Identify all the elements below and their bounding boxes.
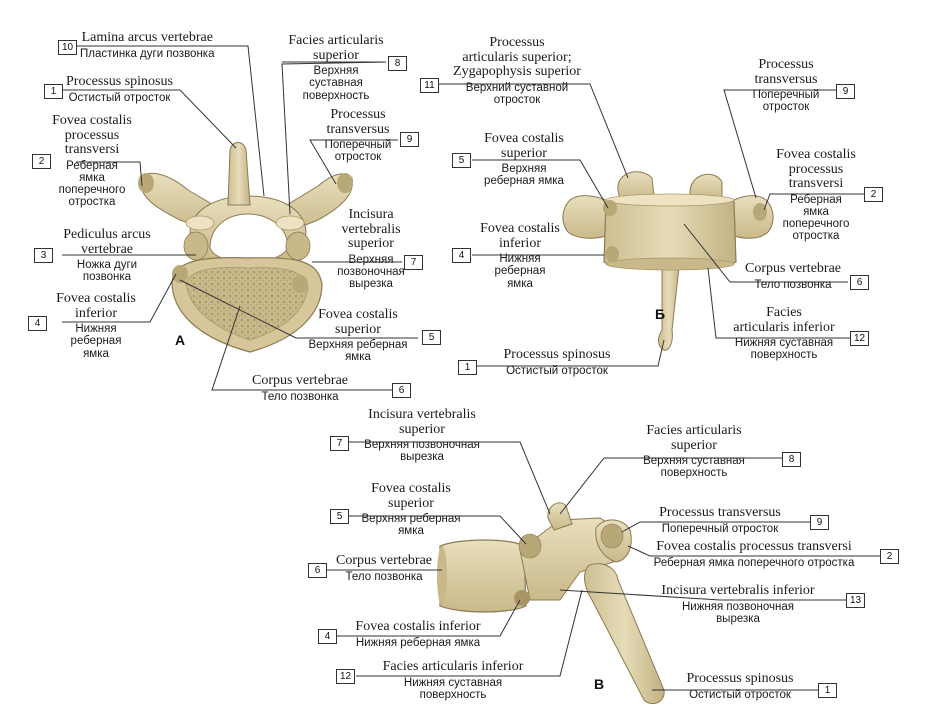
marker-6c: 6 <box>308 563 327 578</box>
label-facies-articularis-inferior-b: Facies articularis inferior Нижняя суста… <box>733 305 835 362</box>
marker-12c: 12 <box>336 669 355 684</box>
label-pediculus-arcus: Pediculus arcus vertebrae Ножка дуги поз… <box>63 227 151 284</box>
marker-6b: 6 <box>850 275 869 290</box>
label-facies-articularis-inferior-c: Facies articularis inferior Нижняя суста… <box>382 659 524 701</box>
label-incisura-vertebralis-superior-c: Incisura vertebralis superior Верхняя по… <box>364 407 480 464</box>
view-letter-c: В <box>594 676 605 692</box>
marker-8: 8 <box>388 56 407 71</box>
marker-1: 1 <box>44 84 63 99</box>
label-processus-transversus-b: Processus transversus Поперечный отросто… <box>752 57 820 114</box>
marker-9b: 9 <box>836 84 855 99</box>
label-processus-transversus: Processus transversus Поперечный отросто… <box>324 107 392 164</box>
label-facies-articularis-superior: Facies articularis superior Верхняя суст… <box>288 33 384 102</box>
leader-lines <box>62 45 880 691</box>
marker-5c: 5 <box>330 509 349 524</box>
marker-4c: 4 <box>318 629 337 644</box>
marker-1b: 1 <box>458 360 477 375</box>
marker-13c: 13 <box>846 593 865 608</box>
label-incisura-vertebralis-inferior-c: Incisura vertebralis inferior Нижняя поз… <box>661 583 815 625</box>
view-letter-b: Б <box>655 306 666 322</box>
marker-2c: 2 <box>880 549 899 564</box>
view-letter-a: А <box>175 332 186 348</box>
marker-2: 2 <box>32 154 51 169</box>
label-fovea-costalis-processus-transversi-b: Fovea costalis processus transversi Ребе… <box>776 147 856 243</box>
marker-11: 11 <box>420 78 439 93</box>
vertebra-superior-view <box>138 142 353 353</box>
marker-9c: 9 <box>810 515 829 530</box>
marker-7c: 7 <box>330 436 349 451</box>
label-facies-articularis-superior-c: Facies articularis superior Верхняя суст… <box>643 423 745 480</box>
marker-6: 6 <box>392 383 411 398</box>
label-fovea-costalis-processus-transversi: Fovea costalis processus transversi Ребе… <box>52 113 132 209</box>
vertebra-anterior-view <box>562 171 774 351</box>
marker-10: 10 <box>58 40 77 55</box>
marker-8c: 8 <box>782 452 801 467</box>
marker-4b: 4 <box>452 248 471 263</box>
label-fovea-costalis-superior: Fovea costalis superior Верхняя реберная… <box>308 307 408 364</box>
marker-3: 3 <box>34 248 53 263</box>
label-fovea-costalis-inferior: Fovea costalis inferior Нижняя реберная … <box>56 291 136 360</box>
marker-12b: 12 <box>850 331 869 346</box>
label-fovea-costalis-superior-c: Fovea costalis superior Верхняя реберная… <box>361 481 461 538</box>
marker-2b: 2 <box>864 187 883 202</box>
label-incisura-vertebralis-superior: Incisura vertebralis superior Верхняя по… <box>337 207 405 291</box>
marker-1c: 1 <box>818 683 837 698</box>
marker-7: 7 <box>404 255 423 270</box>
marker-9: 9 <box>400 132 419 147</box>
label-processus-articularis-superior: Processus articularis superior; Zygapoph… <box>453 35 581 107</box>
marker-4: 4 <box>28 316 47 331</box>
marker-5: 5 <box>422 330 441 345</box>
marker-5b: 5 <box>452 153 471 168</box>
label-fovea-costalis-superior-b: Fovea costalis superior Верхняя реберная… <box>484 131 564 188</box>
label-fovea-costalis-inferior-b: Fovea costalis inferior Нижняя реберная … <box>480 221 560 290</box>
vertebra-lateral-view <box>437 502 665 705</box>
